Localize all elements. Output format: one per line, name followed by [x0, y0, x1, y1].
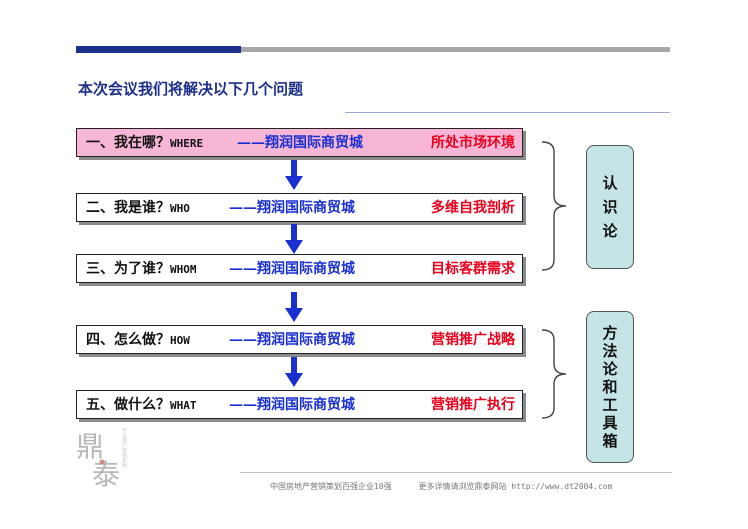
step-label: 二、我是谁？WHO	[86, 200, 190, 216]
step-subject: ——翔润国际商贸城	[229, 200, 355, 216]
svg-text:专业地产营销机构: 专业地产营销机构	[121, 427, 127, 469]
right-brace-icon	[541, 141, 567, 271]
side-char: 和	[602, 378, 618, 396]
side-char: 识	[602, 198, 618, 216]
down-arrow-icon	[285, 160, 303, 190]
svg-text:泰: 泰	[92, 458, 120, 491]
step-who: 二、我是谁？WHO ——翔润国际商贸城 多维自我剖析	[76, 193, 523, 222]
side-char: 方	[602, 324, 618, 342]
side-char: 箱	[602, 432, 618, 450]
side-char: 法	[602, 342, 618, 360]
footer-left: 中国房地产营销策划百强企业10强	[270, 482, 392, 491]
step-topic: 目标客群需求	[431, 261, 515, 277]
right-brace-icon	[541, 329, 567, 419]
side-char: 具	[602, 414, 618, 432]
side-char: 论	[602, 222, 618, 240]
side-char: 论	[602, 360, 618, 378]
title-underline	[345, 112, 670, 113]
step-subject: ——翔润国际商贸城	[229, 261, 355, 277]
svg-text:鼎: 鼎	[76, 430, 104, 463]
step-topic: 营销推广执行	[431, 397, 515, 413]
step-topic: 多维自我剖析	[431, 200, 515, 216]
step-topic: 所处市场环境	[431, 135, 515, 151]
step-where: 一、我在哪？WHERE ——翔润国际商贸城 所处市场环境	[76, 128, 523, 157]
cognition-label-box: 认 识 论	[586, 145, 634, 269]
step-subject: ——翔润国际商贸城	[229, 397, 355, 413]
header-bar-gray	[241, 47, 670, 52]
down-arrow-icon	[285, 357, 303, 387]
step-subject: ——翔润国际商贸城	[237, 135, 363, 151]
step-topic: 营销推广战略	[431, 332, 515, 348]
side-char: 工	[602, 396, 618, 414]
down-arrow-icon	[285, 292, 303, 322]
step-what: 五、做什么？WHAT ——翔润国际商贸城 营销推广执行	[76, 390, 523, 419]
step-label: 三、为了谁？WHOM	[86, 261, 197, 277]
step-label: 一、我在哪？WHERE	[86, 135, 204, 151]
step-whom: 三、为了谁？WHOM ——翔润国际商贸城 目标客群需求	[76, 254, 523, 283]
step-how: 四、怎么做？HOW ——翔润国际商贸城 营销推广战略	[76, 325, 523, 354]
step-label: 五、做什么？WHAT	[86, 397, 197, 413]
methodology-label-box: 方 法 论 和 工 具 箱	[586, 311, 634, 463]
down-arrow-icon	[285, 224, 303, 254]
step-label: 四、怎么做？HOW	[86, 332, 190, 348]
side-char: 认	[602, 174, 618, 192]
footer-rule	[240, 472, 672, 473]
company-logo: 鼎 泰 专业地产营销机构	[76, 427, 127, 491]
footer-text: 中国房地产营销策划百强企业10强 更多详情请浏览鼎泰网站 http://www.…	[270, 481, 612, 492]
step-subject: ——翔润国际商贸城	[229, 332, 355, 348]
page-title: 本次会议我们将解决以下几个问题	[78, 80, 304, 98]
footer-right: 更多详情请浏览鼎泰网站 http://www.dt2004.com	[418, 482, 613, 491]
header-bar-dark	[76, 46, 241, 53]
